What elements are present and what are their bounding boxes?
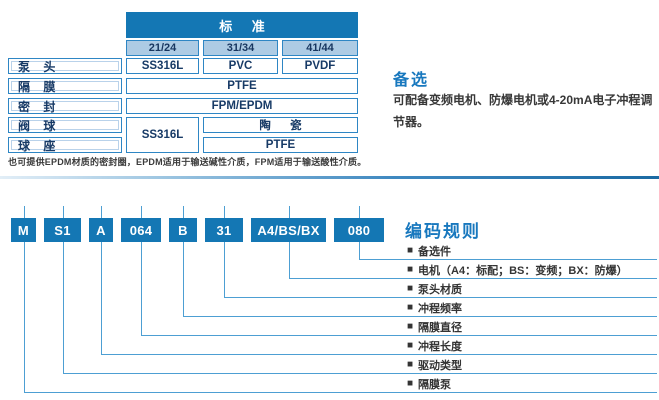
tick-above-code-31 (224, 206, 225, 218)
bullet-square-icon: ■ (407, 282, 414, 294)
connector-vertical-b (183, 242, 184, 316)
code-label-diaphragm-diameter: ■ 隔膜直径 (407, 319, 462, 334)
connector-vertical-a (101, 242, 102, 354)
code-box-b: B (169, 218, 197, 242)
tick-above-code-080 (359, 206, 360, 218)
tick-above-code-s1 (63, 206, 64, 218)
code-label-text: 隔膜泵 (418, 378, 452, 391)
code-label-motor: ■ 电机（A4：标配；BS：变频；BX：防爆） (407, 262, 628, 277)
bullet-square-icon: ■ (407, 339, 414, 351)
column-header-41-44: 41/44 (282, 40, 358, 56)
column-header-21-24: 21/24 (126, 40, 199, 56)
code-label-text: 冲程频率 (418, 302, 463, 315)
table-footnote: 也可提供EPDM材质的密封圈，EPDM适用于输送碱性介质，FPM适用于输送酸性介… (8, 157, 367, 167)
connector-rule-pump-head-material (224, 297, 657, 298)
cell-pump-head-ss316l: SS316L (126, 58, 199, 74)
tick-above-code-m (24, 206, 25, 218)
code-box-064: 064 (121, 218, 161, 242)
cell-ball-seat-ptfe: PTFE (203, 137, 358, 153)
connector-vertical-080 (359, 242, 360, 259)
connector-rule-drive-type (63, 373, 657, 374)
cell-valve-ss316l-merged: SS316L (126, 117, 199, 153)
optional-panel-title: 备选 (393, 72, 430, 89)
row-label-diaphragm: 隔 膜 (8, 78, 122, 94)
coding-rules-heading: 编码规则 (405, 222, 481, 241)
code-label-drive-type: ■ 驱动类型 (407, 357, 462, 372)
cell-pump-head-pvdf: PVDF (282, 58, 358, 74)
code-box-a: A (89, 218, 113, 242)
connector-rule-stroke-length (101, 354, 657, 355)
connector-rule-diaphragm-pump (24, 392, 657, 393)
tick-above-code-a4bsbx (289, 206, 290, 218)
connector-rule-optional-parts (359, 259, 657, 260)
section-divider (0, 176, 659, 179)
optional-panel-text: 可配备变频电机、防爆电机或4-20mA电子冲程调节器。 (393, 93, 653, 129)
code-label-text: 泵头材质 (418, 283, 463, 296)
code-label-text: 驱动类型 (418, 359, 463, 372)
code-label-text: 冲程长度 (418, 340, 463, 353)
tick-above-code-a (101, 206, 102, 218)
cell-seal-fpm-epdm: FPM/EPDM (126, 98, 358, 114)
bullet-square-icon: ■ (407, 320, 414, 332)
bullet-square-icon: ■ (407, 377, 414, 389)
code-label-text: 备选件 (418, 245, 452, 258)
cell-pump-head-pvc: PVC (203, 58, 278, 74)
connector-vertical-s1 (63, 242, 64, 373)
code-box-31: 31 (205, 218, 243, 242)
connector-rule-stroke-frequency (183, 316, 657, 317)
cell-diaphragm-ptfe: PTFE (126, 78, 358, 94)
bullet-square-icon: ■ (407, 244, 414, 256)
code-label-text: 电机（A4：标配；BS：变频；BX：防爆） (418, 264, 628, 277)
tick-above-code-064 (141, 206, 142, 218)
code-label-diaphragm-pump: ■ 隔膜泵 (407, 376, 451, 391)
connector-vertical-31 (224, 242, 225, 297)
code-box-m: M (11, 218, 36, 242)
code-label-optional-parts: ■ 备选件 (407, 243, 451, 258)
row-label-ball-seat: 球 座 (8, 137, 122, 153)
code-label-pump-head-material: ■ 泵头材质 (407, 281, 462, 296)
bullet-square-icon: ■ (407, 301, 414, 313)
code-label-stroke-length: ■ 冲程长度 (407, 338, 462, 353)
table-header-standard: 标 准 (126, 12, 358, 38)
connector-vertical-064 (141, 242, 142, 335)
code-box-s1: S1 (44, 218, 81, 242)
row-label-valve-ball: 阀 球 (8, 117, 122, 133)
column-header-31-34: 31/34 (203, 40, 278, 56)
code-box-080: 080 (334, 218, 384, 242)
code-label-text: 隔膜直径 (418, 321, 463, 334)
cell-valve-ball-ceramic: 陶 瓷 (203, 117, 358, 133)
tick-above-code-b (183, 206, 184, 218)
connector-vertical-a4bsbx (289, 242, 290, 278)
connector-rule-motor (289, 278, 657, 279)
connector-rule-diaphragm-diameter (141, 335, 657, 336)
bullet-square-icon: ■ (407, 263, 414, 275)
code-label-stroke-frequency: ■ 冲程频率 (407, 300, 462, 315)
connector-vertical-m (24, 242, 25, 392)
row-label-pump-head: 泵 头 (8, 58, 122, 74)
code-box-a4bsbx: A4/BS/BX (251, 218, 326, 242)
bullet-square-icon: ■ (407, 358, 414, 370)
row-label-seal: 密 封 (8, 98, 122, 114)
